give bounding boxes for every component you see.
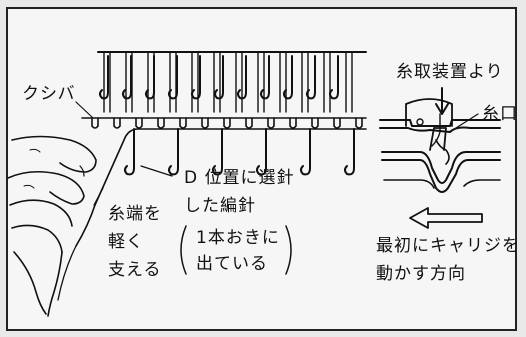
label-selected-needle: した編針 — [184, 196, 256, 216]
comb-tooth — [179, 117, 187, 129]
selected-needle — [300, 128, 311, 176]
upper-needle — [306, 55, 316, 100]
selected-needle — [344, 128, 355, 176]
upper-needle — [145, 55, 155, 100]
upper-needle — [237, 55, 247, 100]
upper-needle — [214, 55, 224, 100]
comb-tooth — [135, 117, 143, 129]
direction-arrow-icon — [409, 207, 483, 229]
label-lightly: 軽く — [108, 232, 144, 252]
comb-tooth — [333, 117, 341, 129]
leader-kushiba — [75, 101, 94, 119]
comb-tooth — [157, 117, 165, 129]
bracket-left — [180, 225, 187, 275]
yarn-tail — [57, 245, 77, 301]
label-support: 支える — [108, 260, 162, 280]
label-yarn-feeder: 糸取装置より — [396, 62, 504, 82]
selected-needles-d-position — [124, 128, 355, 176]
bracket-right — [285, 225, 292, 275]
upper-needle — [191, 55, 201, 100]
selected-needle — [256, 128, 267, 176]
upper-needle — [283, 55, 293, 100]
label-kushiba: クシバ — [22, 84, 76, 104]
comb-tooth — [267, 117, 275, 129]
upper-needle — [329, 55, 339, 100]
label-carriage-direction: 動かす方向 — [376, 264, 466, 284]
upper-needle — [99, 55, 109, 100]
comb-teeth — [91, 117, 363, 129]
upper-needle — [260, 55, 270, 100]
hand-illustration — [7, 135, 97, 317]
comb-tooth — [201, 117, 209, 129]
label-yarn-mouth: 糸口 — [482, 104, 518, 124]
selected-needle — [168, 128, 179, 176]
label-every-other: 1本おきに — [196, 228, 280, 248]
selected-needle — [124, 128, 135, 176]
comb-tooth — [223, 117, 231, 129]
comb-tooth — [113, 117, 121, 129]
upper-needle — [122, 55, 132, 100]
leader-yarn-mouth — [455, 113, 479, 129]
label-d-position: D 位置に選針 — [184, 168, 295, 188]
leader-needle — [140, 165, 173, 177]
selected-needle — [212, 128, 223, 176]
yarn-strand — [75, 128, 367, 247]
comb-tooth — [91, 117, 99, 129]
leader-yarn-end — [93, 187, 104, 206]
comb-tooth — [355, 117, 363, 129]
label-yarn-end: 糸端を — [108, 204, 162, 224]
label-carriage-first: 最初にキャリジを — [376, 236, 520, 256]
upper-needle-hooks — [99, 55, 339, 100]
upper-needle — [168, 55, 178, 100]
comb-tooth — [245, 117, 253, 129]
feeder-arrowhead — [435, 103, 449, 115]
comb-tooth — [311, 117, 319, 129]
comb-tooth — [289, 117, 297, 129]
label-sticking-out: 出ている — [196, 254, 268, 274]
feeder-yarn — [431, 113, 441, 147]
